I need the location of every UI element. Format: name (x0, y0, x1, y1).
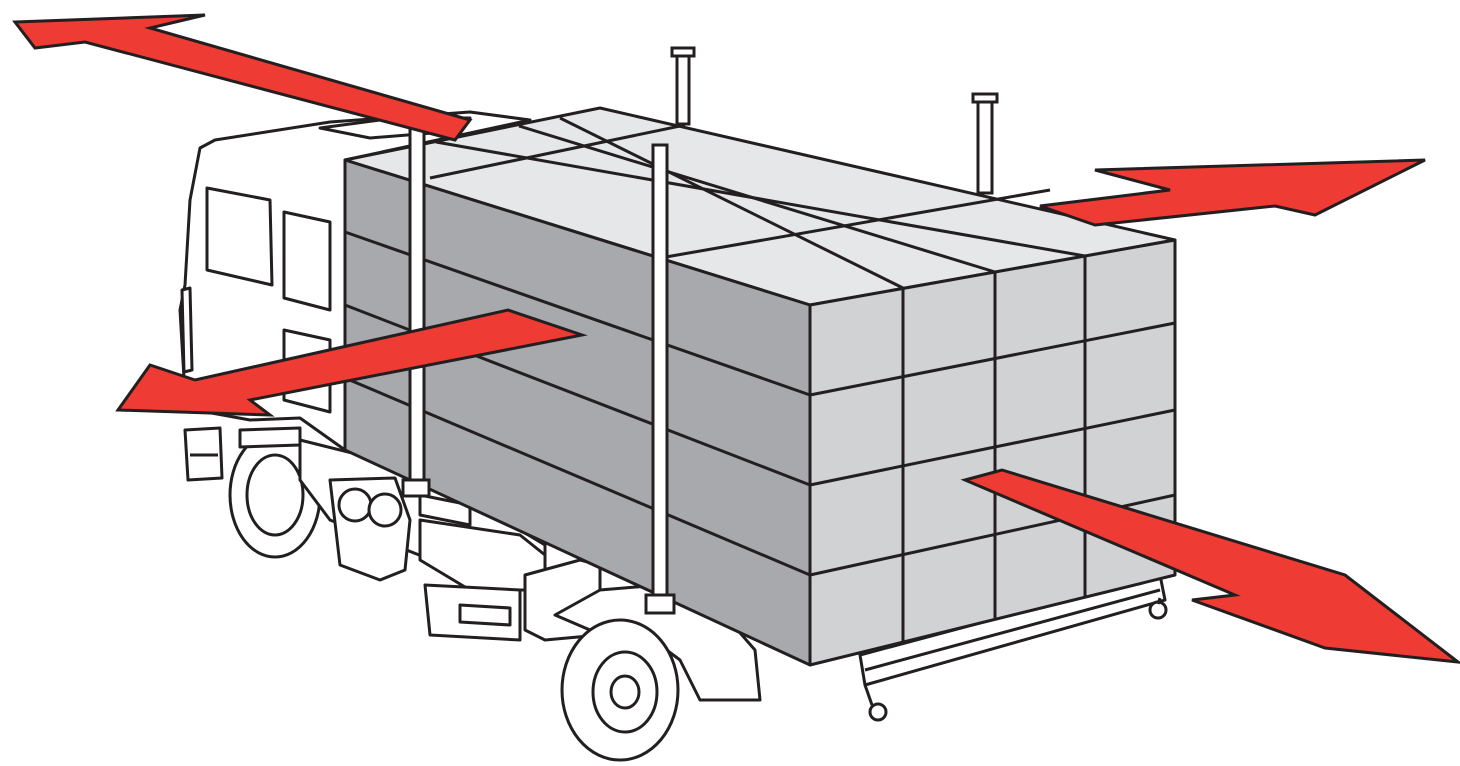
stanchion-rear-right (670, 46, 696, 126)
side-mirror (180, 286, 194, 374)
force-arrows (12, 13, 1460, 664)
stanchion-rear-left (401, 110, 431, 498)
force-arrow-back-left (12, 13, 473, 142)
rear-wheel (228, 431, 322, 559)
truck-chassis (298, 438, 602, 642)
force-arrow-front-right (960, 468, 1460, 664)
cab-window-right (282, 210, 332, 312)
cab-window-left (205, 186, 274, 287)
cargo-stack (343, 106, 1177, 667)
stanchion-front-right (971, 92, 999, 195)
force-arrow-left-side (115, 308, 588, 417)
stanchion-front-left (644, 143, 676, 615)
cargo-top-grid (429, 116, 1086, 290)
force-arrow-right-side (1039, 158, 1426, 227)
stanchions (401, 46, 999, 615)
cargo-front-grid (809, 256, 1176, 643)
